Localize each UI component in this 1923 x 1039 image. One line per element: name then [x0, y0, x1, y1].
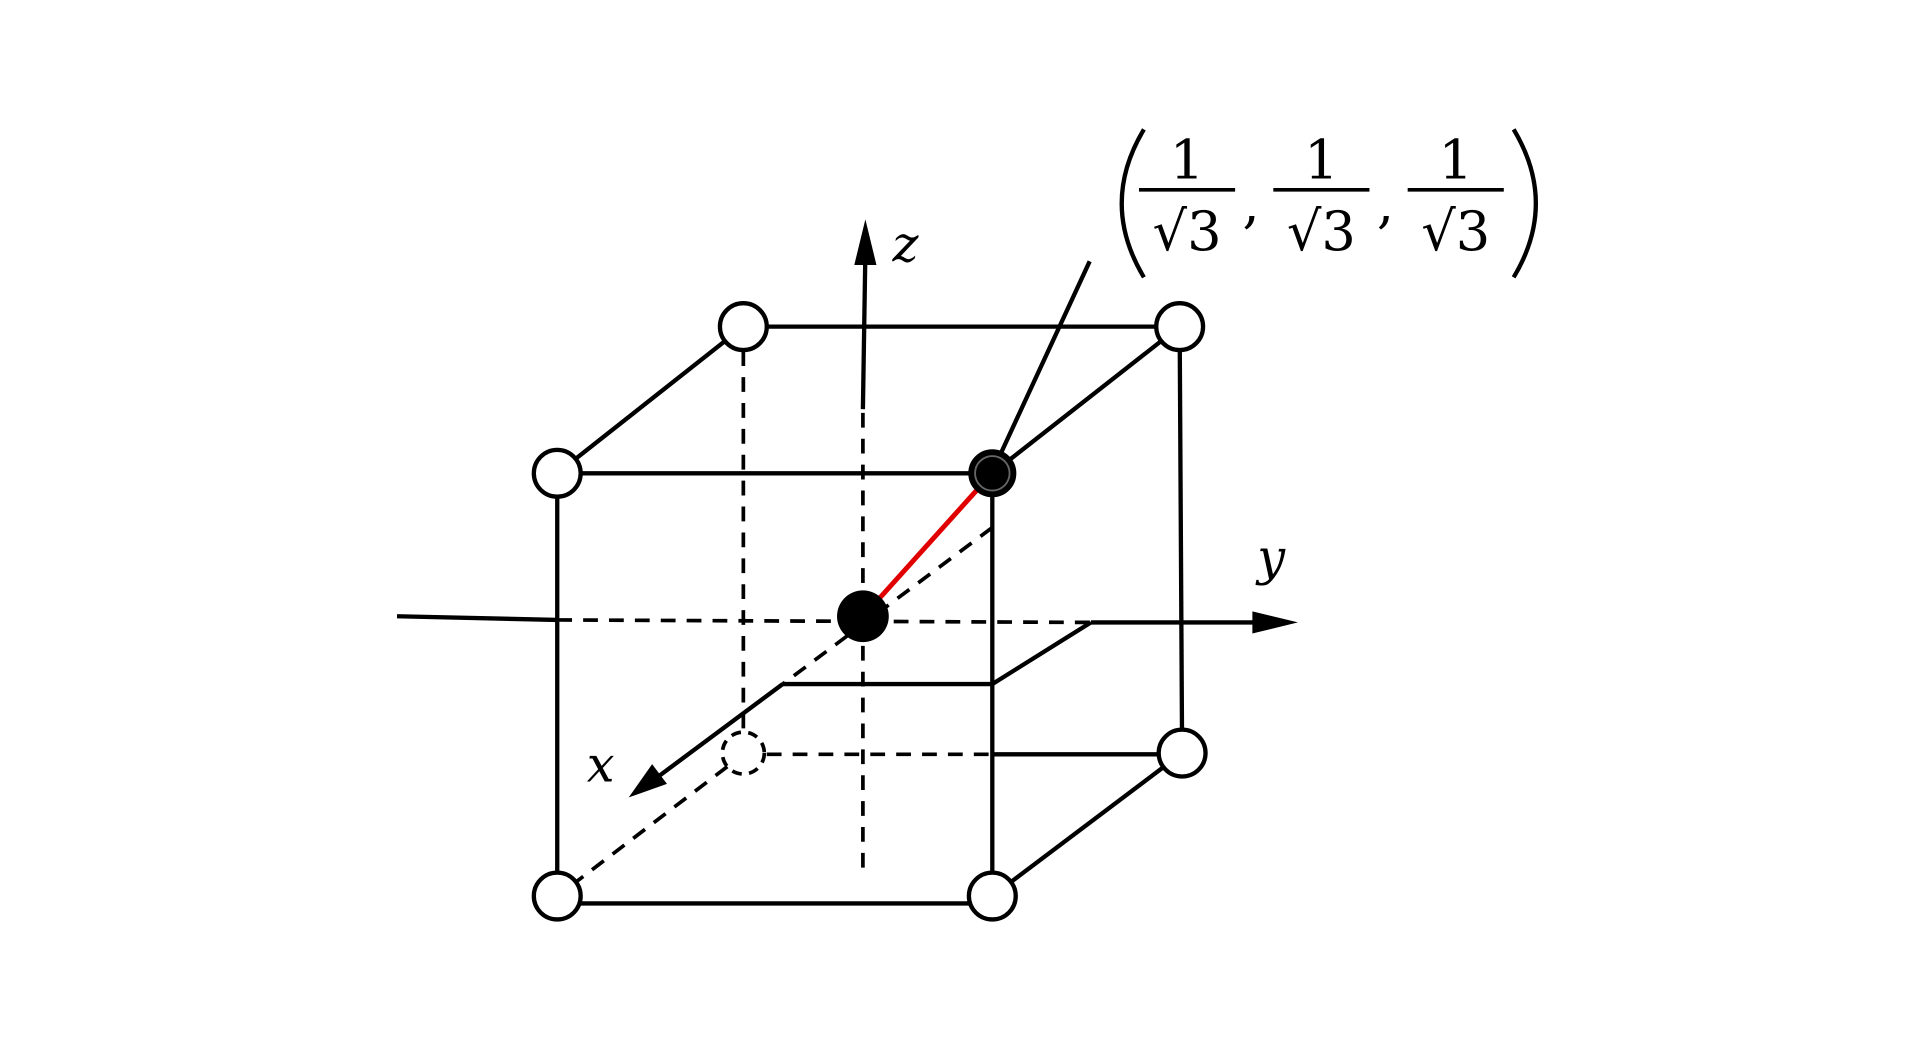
- x-axis-arrowhead: [628, 764, 667, 798]
- corner-atom: [1154, 301, 1206, 353]
- fraction: 1 √3: [1138, 129, 1236, 263]
- denominator: √3: [1153, 200, 1222, 263]
- edge: [555, 324, 745, 475]
- numerator: 1: [1304, 129, 1339, 192]
- x-axis-hidden: [781, 526, 994, 686]
- corner-atom: [966, 870, 1018, 922]
- coordinate-annotation: 1 √3 , 1 √3 , 1 √3: [1119, 128, 1538, 279]
- corner-atom: [531, 447, 583, 499]
- numerator: 1: [1170, 129, 1205, 192]
- close-paren: [1511, 128, 1538, 279]
- x-axis: [652, 682, 785, 782]
- fraction: 1 √3: [1407, 129, 1504, 263]
- hidden-corner-atom: [720, 730, 767, 776]
- y-axis-arrowhead: [1252, 611, 1298, 634]
- y-axis-hidden: [557, 618, 1091, 625]
- hidden-edge-bottom-left: [575, 765, 729, 883]
- x-axis-label: x: [587, 735, 615, 793]
- open-paren: [1119, 128, 1146, 279]
- highlighted-corner-atom: [968, 449, 1017, 498]
- nearest-neighbor-vector: [875, 487, 980, 602]
- z-axis: [860, 252, 868, 410]
- annotation-leader-line: [996, 260, 1092, 460]
- corner-atom: [717, 301, 769, 353]
- highlighted-atom-ring: [974, 455, 1011, 492]
- comma: ,: [1377, 172, 1394, 235]
- axes: z y x: [396, 215, 1298, 798]
- comma: ,: [1243, 172, 1260, 235]
- corner-atom: [531, 870, 583, 922]
- cube-edges: [555, 324, 1185, 906]
- edge: [991, 751, 1184, 898]
- y-axis-back: [396, 614, 558, 623]
- hidden-edges: [557, 351, 1091, 883]
- numerator: 1: [1438, 129, 1473, 192]
- z-axis-label: z: [891, 215, 919, 273]
- fraction: 1 √3: [1273, 129, 1370, 263]
- denominator: √3: [1287, 200, 1356, 263]
- z-axis-arrowhead: [854, 219, 877, 265]
- edge: [1177, 326, 1185, 754]
- edge: [782, 620, 1093, 687]
- denominator: √3: [1421, 200, 1490, 263]
- lattice-nodes: [531, 301, 1208, 922]
- corner-atom: [1156, 727, 1208, 779]
- y-axis-label: y: [1255, 528, 1286, 586]
- edge: [990, 324, 1181, 475]
- body-center-atom: [837, 590, 889, 643]
